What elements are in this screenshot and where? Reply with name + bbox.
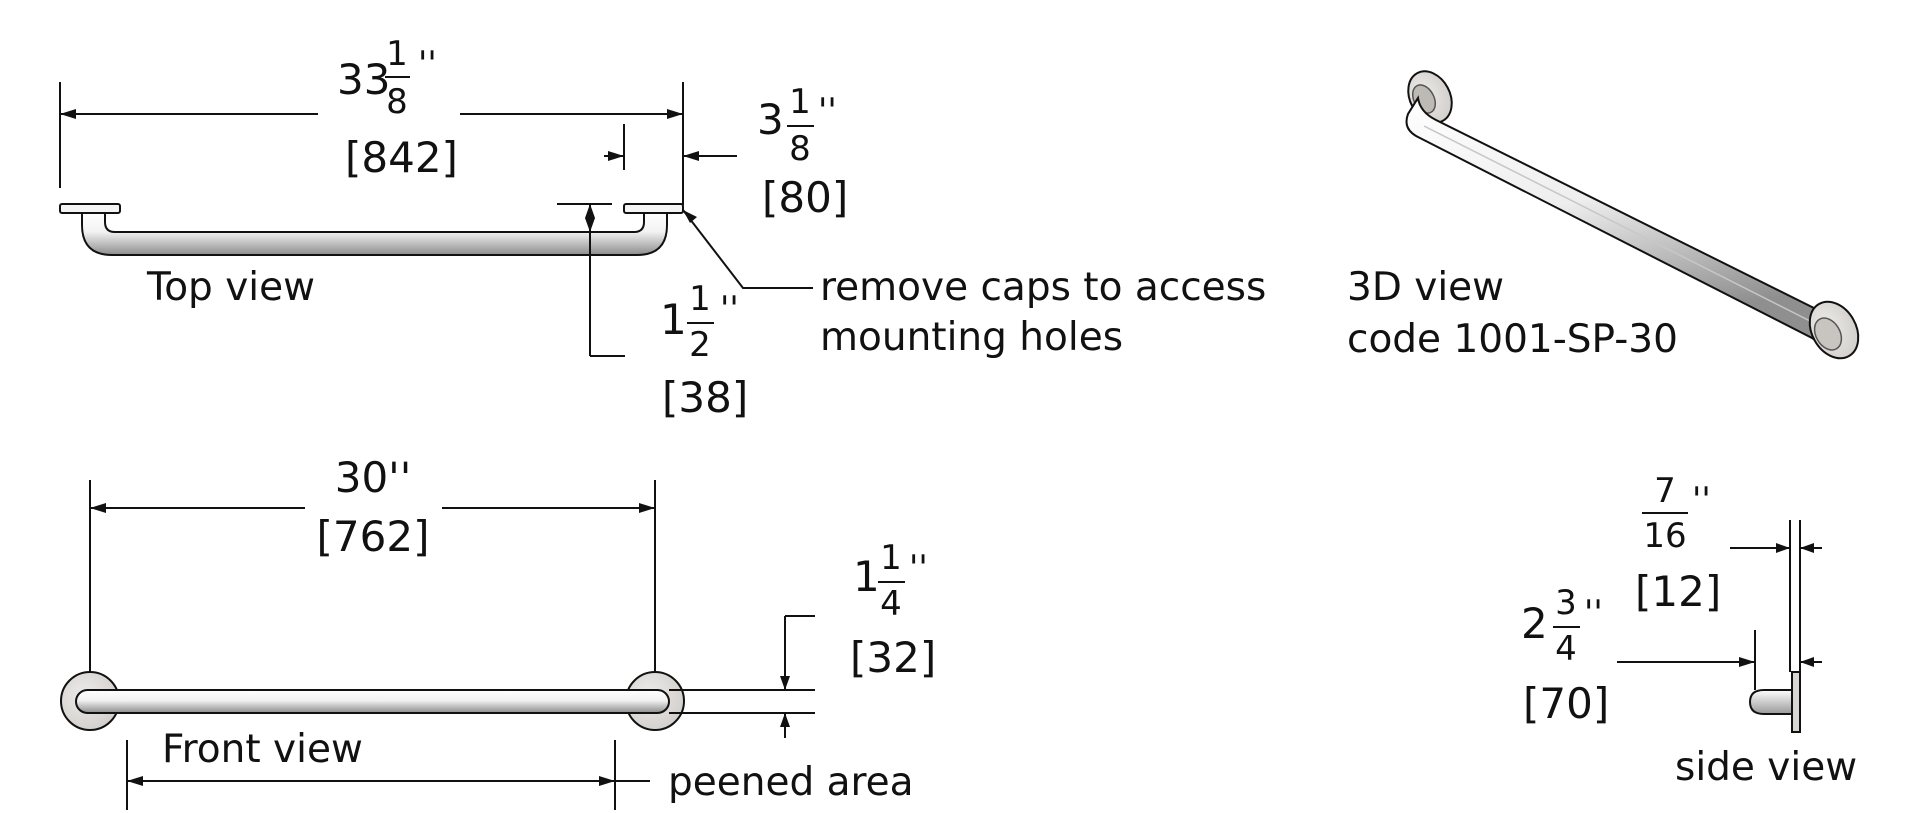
projection-whole: 1 [660,295,687,344]
projection-numerator: 1 [689,279,711,319]
side-view-label: side view [1675,745,1857,790]
flange-thickness-numerator: 7 [1654,471,1676,511]
top-view-label: Top view [146,265,315,310]
clearance-dimension [1617,630,1756,690]
caps-note-line2: mounting holes [820,315,1123,360]
flange-thickness-dimension [1730,520,1822,672]
iso-view: 3D view code 1001-SP-30 [1347,70,1860,362]
side-flange [1791,671,1801,733]
projection-unit: '' [720,289,739,329]
flange-thickness-unit: '' [1692,480,1711,520]
overall-length-dimension [59,82,684,205]
front-length-dimension [89,480,656,700]
diameter-mm: [32] [850,633,936,682]
front-tube [75,689,670,714]
caps-note-line1: remove caps to access [820,265,1266,310]
side-tube [1748,689,1793,715]
diameter-numerator: 1 [880,538,902,578]
peened-dimension [126,740,650,810]
clearance-denominator: 4 [1555,629,1577,669]
peened-label: peened area [668,760,914,805]
front-view: 30'' [762] 1 1 4 '' [32] Front view [60,453,936,810]
iso-view-label: 3D view [1347,265,1504,310]
side-view: 7 16 '' [12] 2 3 4 '' [70] side vi [1521,471,1857,790]
projection-denominator: 2 [689,325,711,365]
diameter-whole: 1 [853,552,880,601]
flange-thickness-mm: [12] [1635,567,1721,616]
flange-depth-mm: [80] [762,173,848,222]
clearance-mm: [70] [1523,679,1609,728]
top-view: 33 1 8 '' [842] 3 1 8 '' [80] [59,34,1266,422]
caps-leader [682,209,813,289]
overall-length-whole: 33 [337,55,390,104]
flange-depth-dimension [604,124,737,170]
front-length-text: 30'' [335,453,412,502]
diameter-unit: '' [909,548,928,588]
top-view-bar [59,203,684,256]
diameter-denominator: 4 [880,584,902,624]
front-view-label: Front view [162,727,363,772]
diameter-dimension [669,615,815,738]
overall-length-denominator: 8 [386,82,408,122]
overall-length-mm: [842] [345,133,458,182]
front-length-mm: [762] [317,512,430,561]
flange-depth-denominator: 8 [789,129,811,169]
clearance-numerator: 3 [1555,583,1577,623]
projection-dimension [557,203,625,357]
clearance-whole: 2 [1521,599,1548,648]
clearance-unit: '' [1584,593,1603,633]
overall-length-unit: '' [418,44,437,84]
projection-mm: [38] [662,373,748,422]
iso-view-code: code 1001-SP-30 [1347,317,1678,362]
flange-depth-whole: 3 [757,95,784,144]
flange-depth-unit: '' [818,91,837,131]
overall-length-numerator: 1 [386,34,408,74]
flange-depth-numerator: 1 [789,82,811,122]
flange-thickness-denominator: 16 [1643,516,1686,556]
